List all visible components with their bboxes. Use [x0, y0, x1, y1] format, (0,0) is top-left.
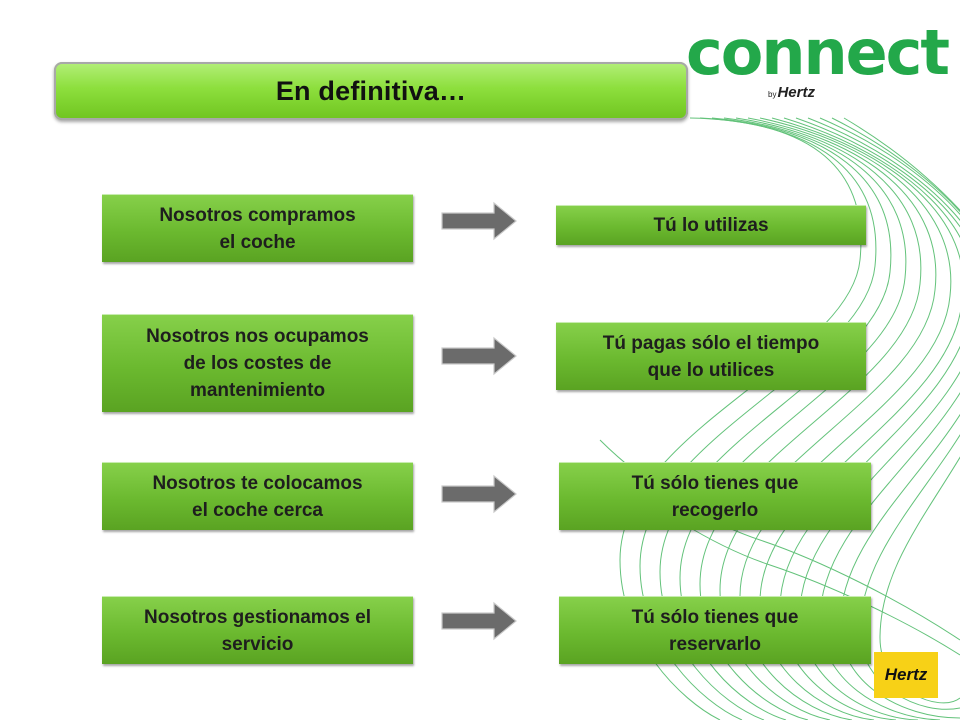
arrow-right-icon	[441, 601, 517, 641]
arrow-right-icon	[441, 336, 517, 376]
hertz-badge-logo: Hertz	[874, 652, 938, 698]
left-box-1-text: Nosotros compramos el coche	[159, 204, 356, 253]
title-bar: En definitiva…	[54, 62, 688, 120]
left-box-1: Nosotros compramos el coche	[102, 194, 413, 262]
right-box-1-text: Tú lo utilizas	[653, 215, 769, 236]
right-box-4: Tú sólo tienes que reservarlo	[559, 596, 871, 664]
logo-wordmark: connect	[686, 16, 950, 89]
left-box-3-text: Nosotros te colocamos el coche cerca	[152, 472, 363, 521]
logo-byline: byHertz	[768, 84, 815, 101]
right-box-1: Tú lo utilizas	[556, 205, 866, 245]
left-box-2-text: Nosotros nos ocupamos de los costes de m…	[146, 326, 369, 401]
right-box-2: Tú pagas sólo el tiempo que lo utilices	[556, 322, 866, 390]
right-box-3: Tú sólo tienes que recogerlo	[559, 462, 871, 530]
left-box-2: Nosotros nos ocupamos de los costes de m…	[102, 314, 413, 412]
hertz-badge-text: Hertz	[884, 665, 928, 684]
right-box-4-text: Tú sólo tienes que reservarlo	[631, 606, 799, 655]
slide-title: En definitiva…	[275, 75, 467, 106]
right-box-2-text: Tú pagas sólo el tiempo que lo utilices	[602, 332, 820, 381]
left-box-3: Nosotros te colocamos el coche cerca	[102, 462, 413, 530]
left-box-4-text: Nosotros gestionamos el servicio	[144, 606, 371, 655]
connect-by-hertz-logo: connect byHertz	[686, 22, 950, 106]
left-box-4: Nosotros gestionamos el servicio	[102, 596, 413, 664]
arrow-right-icon	[441, 474, 517, 514]
right-box-3-text: Tú sólo tienes que recogerlo	[631, 472, 799, 521]
arrow-right-icon	[441, 201, 517, 241]
